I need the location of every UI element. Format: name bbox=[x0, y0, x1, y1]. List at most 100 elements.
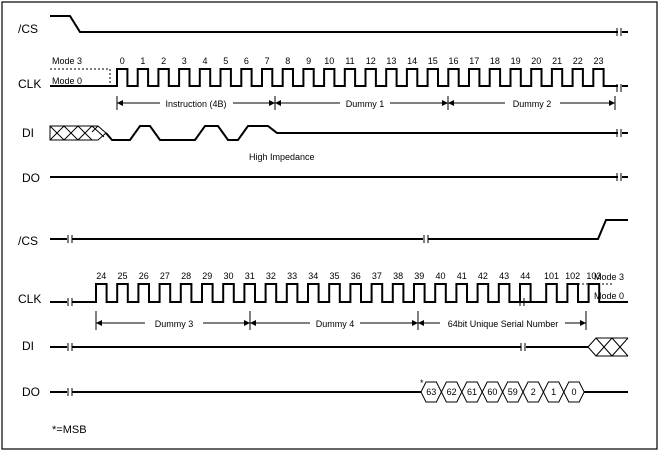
high-impedance-label: High Impedance bbox=[249, 152, 315, 162]
label-di-top: DI bbox=[22, 126, 34, 140]
clk-top-number: 9 bbox=[306, 56, 311, 66]
do-bit-label: 59 bbox=[508, 387, 518, 397]
di-top-waveform bbox=[105, 125, 628, 141]
mode3-label-top: Mode 3 bbox=[52, 56, 82, 66]
mode3-label-bottom: Mode 3 bbox=[594, 272, 624, 282]
msb-note: *=MSB bbox=[52, 424, 87, 436]
clk-top-number: 23 bbox=[593, 56, 603, 66]
clk-bottom-number: 37 bbox=[372, 271, 382, 281]
label-clk-bottom: CLK bbox=[18, 292, 41, 306]
clk-bottom-number: 35 bbox=[329, 271, 339, 281]
di-top-x-region bbox=[49, 125, 107, 141]
clk-bottom-number: 32 bbox=[266, 271, 276, 281]
clk-bottom-number: 40 bbox=[435, 271, 445, 281]
phase-dummy2: Dummy 2 bbox=[513, 99, 552, 109]
clk-top-number: 11 bbox=[345, 56, 354, 66]
clk-top-number: 17 bbox=[469, 56, 479, 66]
clk-top-waveform bbox=[50, 68, 628, 87]
clk-top-number: 7 bbox=[265, 56, 270, 66]
clk-bottom-number: 103 bbox=[586, 271, 601, 281]
clk-bottom-number: 29 bbox=[202, 271, 212, 281]
clk-bottom-number: 41 bbox=[457, 271, 467, 281]
clk-top-number: 19 bbox=[511, 56, 521, 66]
clk-top-number: 22 bbox=[573, 56, 583, 66]
phase-dummy1: Dummy 1 bbox=[346, 99, 385, 109]
cs-top-break bbox=[616, 28, 622, 36]
clk-top-number: 0 bbox=[120, 56, 125, 66]
clk-bottom-number: 26 bbox=[139, 271, 149, 281]
cs-bottom-waveform bbox=[50, 219, 628, 240]
phase-arrows-top bbox=[116, 96, 616, 110]
mode0-label-top: Mode 0 bbox=[52, 76, 82, 86]
do-top-break bbox=[616, 173, 622, 181]
di-top-break bbox=[616, 129, 622, 137]
clk-top-break bbox=[616, 84, 622, 92]
do-bit-label: 63 bbox=[426, 387, 436, 397]
clk-top-number: 21 bbox=[552, 56, 562, 66]
do-bit-label: 1 bbox=[551, 387, 556, 397]
label-cs-top: /CS bbox=[18, 22, 38, 36]
do-bit-cells: 63 62 61 60 59 2 1 0 bbox=[420, 381, 585, 403]
clk-bottom-number: 25 bbox=[117, 271, 127, 281]
do-bit-cell bbox=[563, 381, 585, 403]
clk-top-number: 13 bbox=[386, 56, 396, 66]
clk-top-number: 12 bbox=[366, 56, 376, 66]
phase-instruction: Instruction (4B) bbox=[165, 99, 226, 109]
di-bottom-x-region bbox=[587, 337, 629, 357]
clk-top-number: 5 bbox=[223, 56, 228, 66]
clk-top-number: 10 bbox=[324, 56, 334, 66]
label-di-bottom: DI bbox=[22, 339, 34, 353]
clk-bottom-waveform bbox=[50, 283, 628, 303]
mode3-dashed-top bbox=[50, 68, 111, 86]
do-bit-label: 2 bbox=[531, 387, 536, 397]
cs-top-waveform bbox=[50, 15, 628, 33]
phase-arrows-bottom bbox=[95, 311, 587, 330]
mode0-label-bottom: Mode 0 bbox=[594, 291, 624, 301]
clk-top-number: 6 bbox=[244, 56, 249, 66]
clk-top-number: 16 bbox=[448, 56, 458, 66]
clk-top-number: 18 bbox=[490, 56, 500, 66]
clk-bottom-number: 33 bbox=[287, 271, 297, 281]
clk-top-number: 20 bbox=[531, 56, 541, 66]
label-clk-top: CLK bbox=[18, 77, 41, 91]
clk-bottom-number: 36 bbox=[351, 271, 361, 281]
clk-bottom-number: 42 bbox=[478, 271, 488, 281]
clk-bottom-numbers: 24 25 26 27 28 29 30 31 32 33 34 35 36 37 38 39 40 41 42 43… bbox=[96, 271, 601, 281]
do-bit-label: 62 bbox=[447, 387, 457, 397]
clk-top-number: 4 bbox=[202, 56, 207, 66]
clk-bottom-number: 38 bbox=[393, 271, 403, 281]
clk-top-number: 2 bbox=[161, 56, 166, 66]
clk-bottom-number: 30 bbox=[223, 271, 233, 281]
clk-bottom-number: 34 bbox=[308, 271, 318, 281]
clk-top-number: 8 bbox=[285, 56, 290, 66]
do-bottom-breaks bbox=[67, 388, 73, 396]
clk-bottom-number: 44 bbox=[520, 271, 530, 281]
clk-bottom-breaks bbox=[67, 298, 525, 306]
clk-top-number: 3 bbox=[182, 56, 187, 66]
clk-bottom-number: 31 bbox=[245, 271, 255, 281]
phase-dummy4: Dummy 4 bbox=[316, 319, 355, 329]
clk-bottom-number: 27 bbox=[160, 271, 170, 281]
clk-bottom-number: 101 bbox=[544, 271, 559, 281]
label-cs-bottom: /CS bbox=[18, 234, 38, 248]
clk-bottom-number: 39 bbox=[414, 271, 424, 281]
do-bit-label: 61 bbox=[467, 387, 477, 397]
cs-bottom-breaks bbox=[67, 235, 429, 243]
clk-bottom-number: 43 bbox=[499, 271, 509, 281]
di-bottom-breaks bbox=[67, 343, 526, 351]
clk-top-number: 14 bbox=[407, 56, 417, 66]
clk-bottom-number: 24 bbox=[96, 271, 106, 281]
clk-bottom-number: 28 bbox=[181, 271, 191, 281]
msb-asterisk: * bbox=[420, 378, 424, 388]
label-do-top: DO bbox=[22, 171, 40, 185]
phase-dummy3: Dummy 3 bbox=[155, 319, 194, 329]
phase-serial-number: 64bit Unique Serial Number bbox=[448, 319, 559, 329]
do-bit-label: 0 bbox=[571, 387, 576, 397]
label-do-bottom: DO bbox=[22, 385, 40, 399]
do-bit-label: 60 bbox=[487, 387, 497, 397]
clk-top-number: 15 bbox=[428, 56, 438, 66]
clk-bottom-number: 102 bbox=[565, 271, 580, 281]
